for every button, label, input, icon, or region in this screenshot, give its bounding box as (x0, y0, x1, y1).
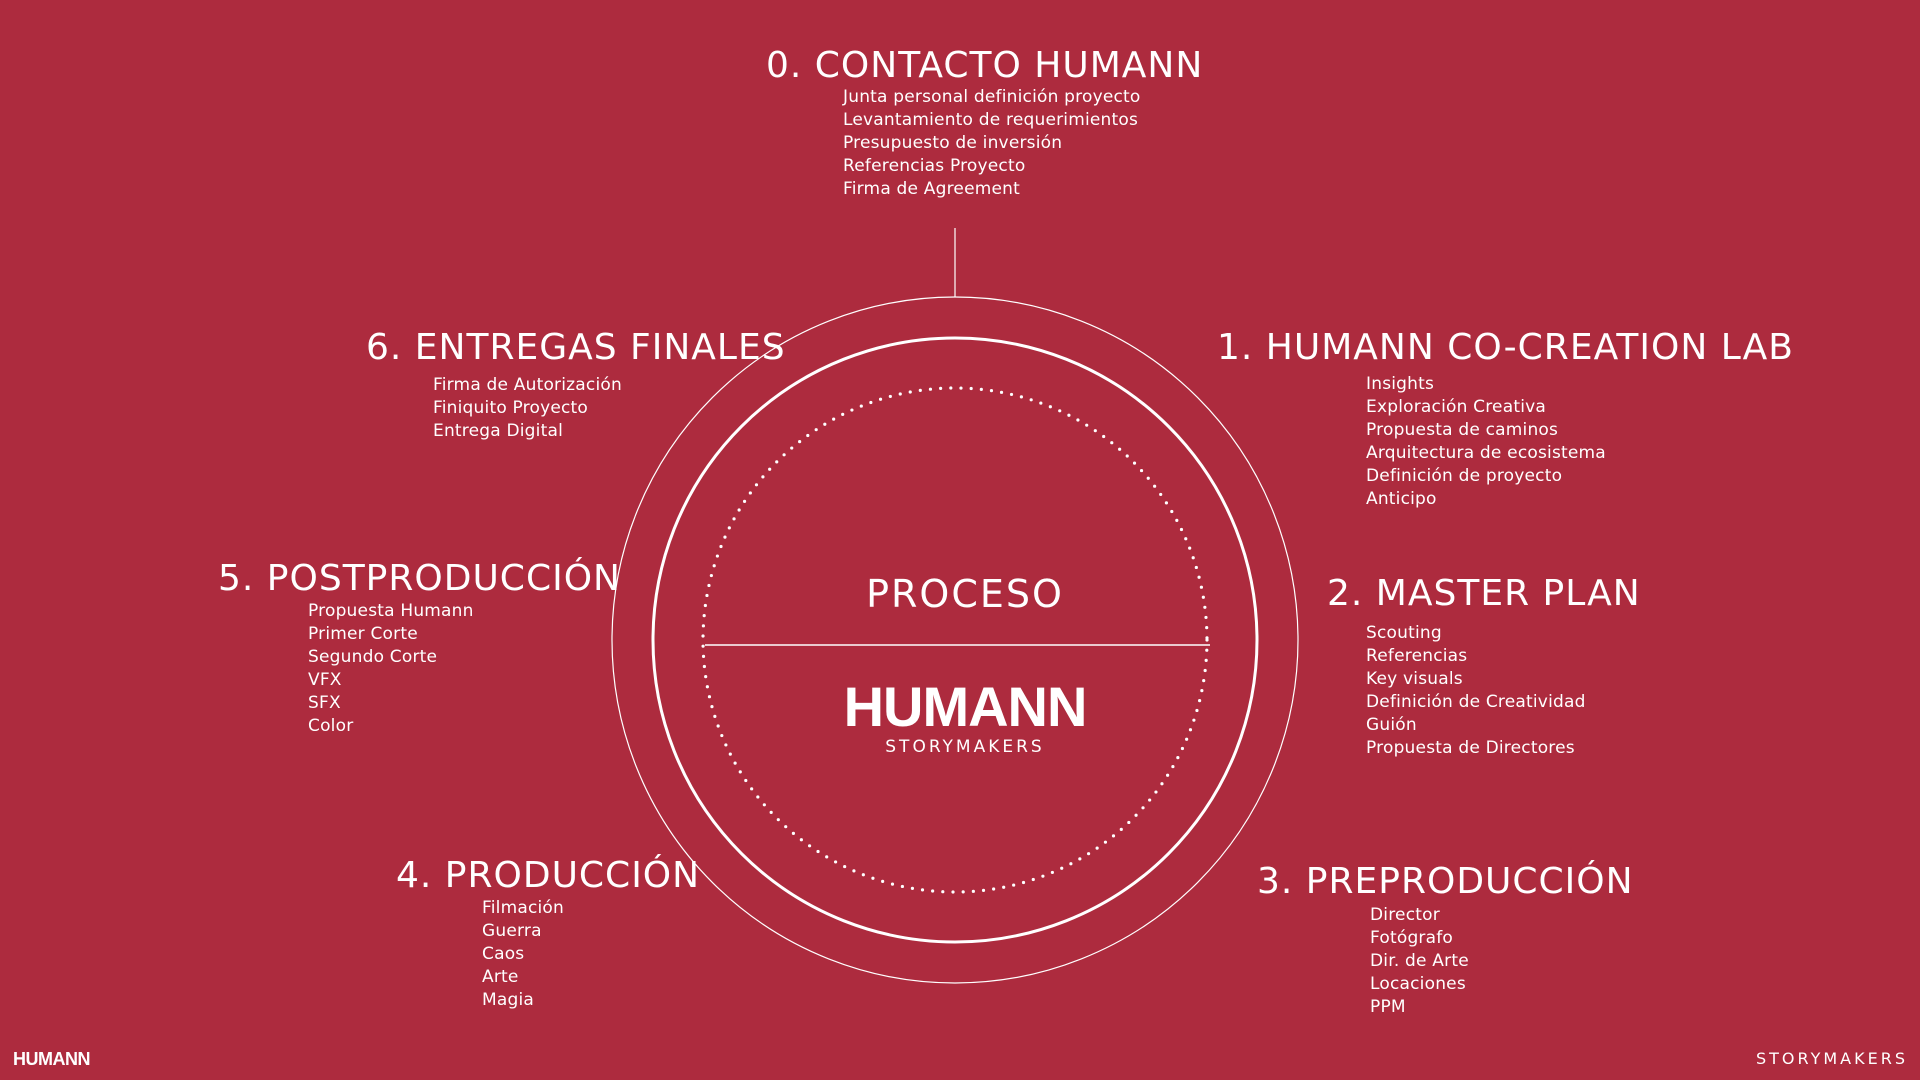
stage-item: Dir. de Arte (1370, 951, 1469, 971)
stage-item: Presupuesto de inversión (843, 133, 1063, 153)
stage-item: Arte (482, 967, 519, 987)
center-label: PROCESO (866, 572, 1064, 616)
stage-title: 1. HUMANN CO-CREATION LAB (1217, 327, 1794, 368)
stage-item: Definición de proyecto (1366, 466, 1563, 486)
stage-item: Referencias (1366, 646, 1468, 666)
stage-item: Filmación (482, 898, 565, 918)
stage-title: 3. PREPRODUCCIÓN (1257, 861, 1634, 902)
footer-logo: HUMANN (13, 1049, 91, 1069)
stage-item: Color (308, 716, 354, 736)
stage-item: PPM (1370, 997, 1406, 1017)
stage-item: Propuesta Humann (308, 601, 474, 621)
stage-1-co-creation-lab: 1. HUMANN CO-CREATION LAB Insights Explo… (1217, 328, 1794, 511)
stage-item: Propuesta de Directores (1366, 738, 1575, 758)
stage-item: Anticipo (1366, 489, 1437, 509)
stage-item: Magia (482, 990, 535, 1010)
stage-item: Exploración Creativa (1366, 397, 1547, 417)
stage-item: Propuesta de caminos (1366, 420, 1559, 440)
stage-2-master-plan: 2. MASTER PLAN Scouting Referencias Key … (1327, 574, 1641, 760)
stage-items: Director Fotógrafo Dir. de Arte Locacion… (1370, 904, 1634, 1019)
stage-item: Scouting (1366, 623, 1442, 643)
stage-item: Guión (1366, 715, 1417, 735)
stage-item: SFX (308, 693, 341, 713)
stage-item: Firma de Agreement (843, 179, 1021, 199)
stage-item: Firma de Autorización (433, 375, 622, 395)
outer-ring (611, 296, 1299, 984)
stage-4-produccion: 4. PRODUCCIÓN Filmación Guerra Caos Arte… (396, 856, 700, 1012)
stage-item: Director (1370, 905, 1440, 925)
stage-item: Referencias Proyecto (843, 156, 1026, 176)
stage-title: 2. MASTER PLAN (1327, 573, 1641, 614)
dotted-ring (701, 386, 1209, 894)
stage-item: Levantamiento de requerimientos (843, 110, 1139, 130)
stage-item: Arquitectura de ecosistema (1366, 443, 1606, 463)
stage-title: 4. PRODUCCIÓN (396, 855, 701, 896)
stage-item: Caos (482, 944, 525, 964)
stage-6-entregas-finales: 6. ENTREGAS FINALES Firma de Autorizació… (366, 328, 786, 443)
stage-items: Propuesta Humann Primer Corte Segundo Co… (308, 600, 621, 738)
stage-item: Junta personal definición proyecto (843, 87, 1141, 107)
inner-ring (651, 336, 1259, 944)
stage-items: Insights Exploración Creativa Propuesta … (1366, 373, 1794, 511)
stage-items: Junta personal definición proyecto Levan… (843, 86, 1203, 201)
stage-item: Guerra (482, 921, 542, 941)
stage-title: 5. POSTPRODUCCIÓN (218, 558, 621, 599)
stage-title: 6. ENTREGAS FINALES (366, 327, 786, 368)
stage-items: Firma de Autorización Finiquito Proyecto… (433, 374, 786, 443)
stage-item: VFX (308, 670, 342, 690)
stage-0-contacto: 0. CONTACTO HUMANN Junta personal defini… (766, 46, 1203, 201)
stage-title: 0. CONTACTO HUMANN (766, 45, 1204, 86)
stage-3-preproduccion: 3. PREPRODUCCIÓN Director Fotógrafo Dir.… (1257, 862, 1634, 1019)
stage-item: Definición de Creatividad (1366, 692, 1586, 712)
footer-tagline: STORYMAKERS (1755, 1049, 1908, 1068)
stage-5-postproduccion: 5. POSTPRODUCCIÓN Propuesta Humann Prime… (218, 559, 621, 738)
stage-item: Insights (1366, 374, 1435, 394)
stage-item: Locaciones (1370, 974, 1466, 994)
center-logo: HUMANN (843, 675, 1088, 738)
stage-item: Entrega Digital (433, 421, 564, 441)
stage-item: Segundo Corte (308, 647, 438, 667)
stage-items: Scouting Referencias Key visuals Definic… (1366, 622, 1641, 760)
center-logo-subtitle: STORYMAKERS (885, 737, 1045, 757)
stage-item: Finiquito Proyecto (433, 398, 589, 418)
stage-item: Primer Corte (308, 624, 418, 644)
stage-items: Filmación Guerra Caos Arte Magia (482, 897, 700, 1012)
stage-item: Key visuals (1366, 669, 1463, 689)
stage-item: Fotógrafo (1370, 928, 1454, 948)
